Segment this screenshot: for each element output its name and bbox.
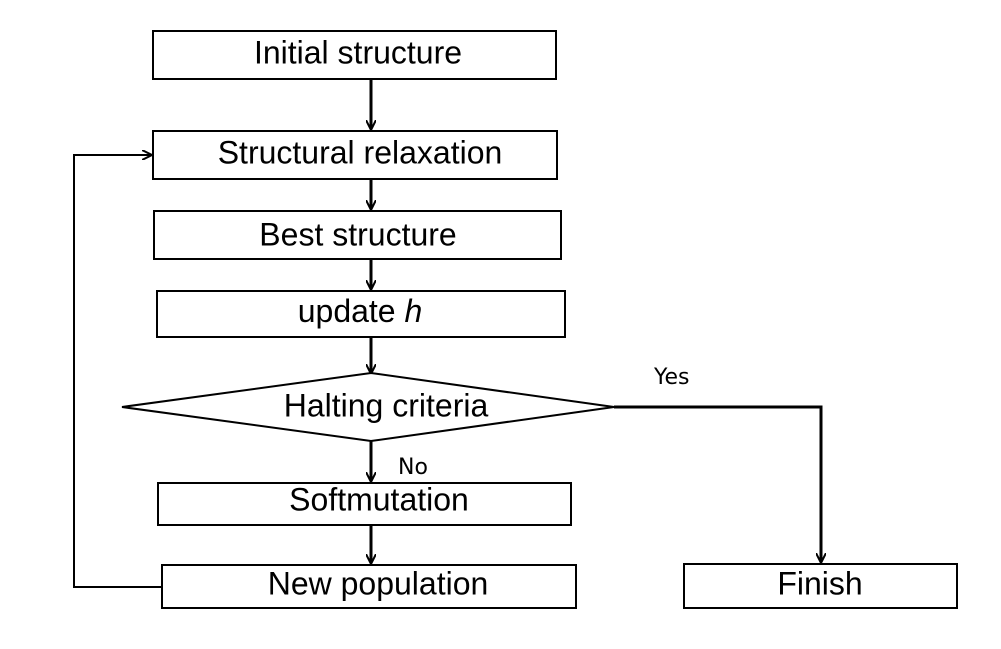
node-finish: Finish <box>683 563 958 609</box>
node-structural-relaxation-label: Structural relaxation <box>218 134 503 170</box>
node-finish-label: Finish <box>777 565 862 601</box>
node-initial-structure-label: Initial structure <box>254 34 462 70</box>
arrow-loop-back-to-relaxation <box>73 155 162 588</box>
edge-label-no: No <box>398 455 428 480</box>
node-update-h: update h <box>156 290 566 338</box>
node-update-h-label: update h <box>298 293 423 329</box>
node-structural-relaxation: Structural relaxation <box>152 130 558 180</box>
decision-halting-criteria-label: Halting criteria <box>284 387 489 423</box>
update-variable: h <box>404 293 422 329</box>
node-softmutation-label: Softmutation <box>289 481 469 517</box>
edge-label-yes: Yes <box>653 365 690 390</box>
node-best-structure: Best structure <box>153 210 562 260</box>
node-new-population-label: New population <box>268 565 489 601</box>
node-initial-structure: Initial structure <box>152 30 557 80</box>
node-softmutation: Softmutation <box>157 481 572 526</box>
update-text: update <box>298 293 405 329</box>
decision-halting-criteria: Halting criteria <box>121 371 615 443</box>
node-new-population: New population <box>161 564 577 609</box>
arrow-halting-to-finish <box>614 405 821 562</box>
node-best-structure-label: Best structure <box>259 216 456 252</box>
